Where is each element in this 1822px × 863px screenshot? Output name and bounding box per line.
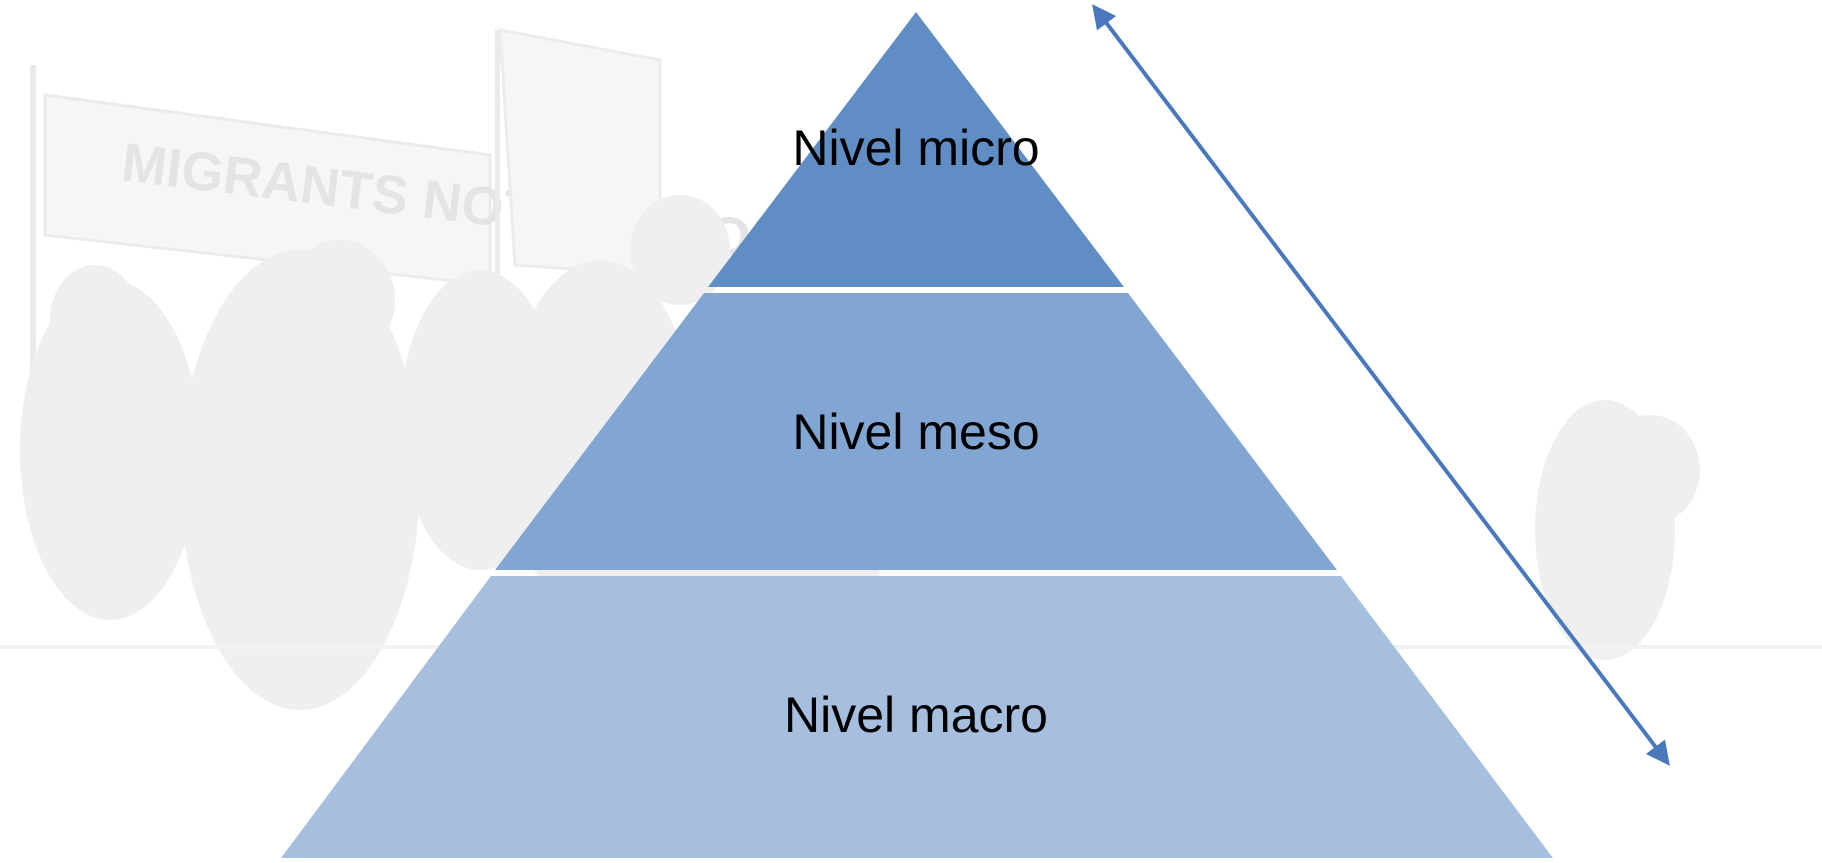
double-arrow — [1092, 4, 1670, 766]
level-meso-label: Nivel meso — [792, 404, 1039, 460]
level-micro-label: Nivel micro — [792, 120, 1039, 176]
level-labels: Nivel micro Nivel meso Nivel macro — [784, 120, 1048, 743]
level-macro-label: Nivel macro — [784, 687, 1048, 743]
level-micro-shape[interactable] — [708, 12, 1124, 287]
